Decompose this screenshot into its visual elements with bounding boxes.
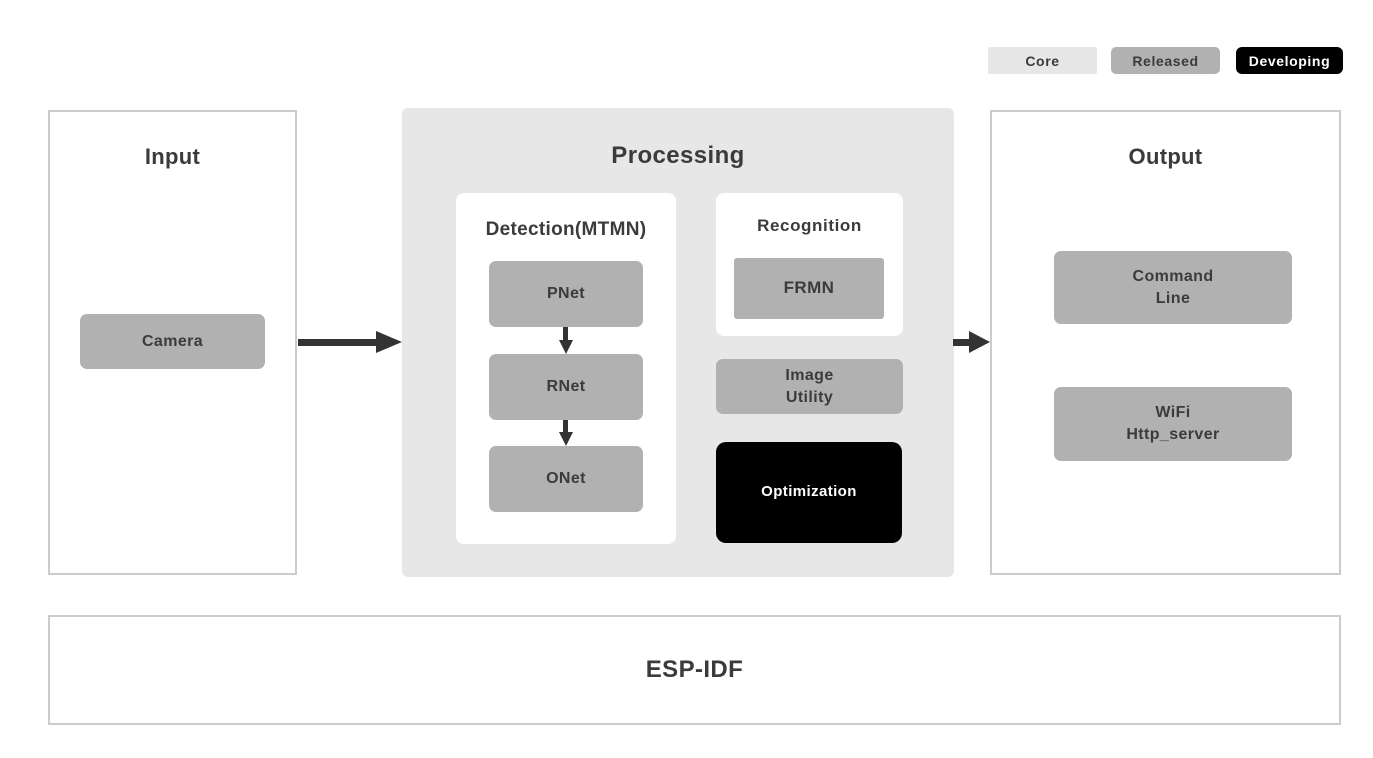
camera-node: Camera — [80, 314, 265, 369]
legend-badge-released: Released — [1111, 47, 1220, 74]
legend-core-label: Core — [1025, 52, 1060, 69]
command-line-node: Command Line — [1054, 251, 1292, 324]
arrow-head — [969, 331, 990, 353]
image-utility-line2: Utility — [785, 388, 834, 406]
image-utility-node: Image Utility — [716, 359, 903, 414]
detection-subpanel-title: Detection(MTMN) — [485, 219, 647, 240]
arrow-head — [376, 331, 402, 353]
arrow-right-processing-to-output-icon — [953, 331, 990, 353]
frmn-node: FRMN — [734, 258, 884, 319]
pnet-node: PNet — [489, 261, 643, 327]
image-utility-line1: Image — [785, 366, 834, 384]
processing-panel-title: Processing — [611, 142, 745, 169]
input-panel-title: Input — [144, 144, 201, 169]
arrow-shaft — [563, 327, 568, 341]
arrow-shaft — [298, 339, 378, 346]
frmn-node-label: FRMN — [783, 278, 835, 298]
onet-node-label: ONet — [546, 470, 586, 488]
arrow-shaft — [563, 420, 568, 433]
command-line-line1: Command — [1132, 267, 1214, 285]
pnet-node-label: PNet — [546, 285, 586, 303]
arrow-head — [559, 432, 573, 446]
arrow-down-rnet-to-onet-icon — [559, 420, 573, 446]
output-panel: Output — [990, 110, 1341, 575]
wifi-http-server-node: WiFi Http_server — [1054, 387, 1292, 461]
legend-badge-developing: Developing — [1236, 47, 1343, 74]
esp-idf-title: ESP-IDF — [645, 656, 744, 683]
arrow-shaft — [953, 339, 971, 346]
optimization-node-label: Optimization — [761, 483, 857, 501]
optimization-node: Optimization — [716, 442, 902, 543]
recognition-subpanel-title: Recognition — [757, 216, 862, 235]
wifi-http-line2: Http_server — [1126, 426, 1220, 443]
onet-node: ONet — [489, 446, 643, 512]
esp-idf-panel: ESP-IDF — [48, 615, 1341, 725]
rnet-node: RNet — [489, 354, 643, 420]
arrow-down-pnet-to-rnet-icon — [559, 327, 573, 354]
wifi-http-line1: WiFi — [1155, 404, 1191, 422]
rnet-node-label: RNet — [546, 378, 586, 396]
camera-node-label: Camera — [141, 332, 204, 350]
arrow-head — [559, 340, 573, 354]
command-line-line2: Line — [1155, 289, 1191, 307]
legend-released-label: Released — [1132, 52, 1199, 69]
legend-badge-core: Core — [988, 47, 1097, 74]
arrow-right-input-to-processing-icon — [298, 331, 402, 353]
legend-developing-label: Developing — [1248, 52, 1331, 69]
output-panel-title: Output — [1128, 144, 1203, 169]
